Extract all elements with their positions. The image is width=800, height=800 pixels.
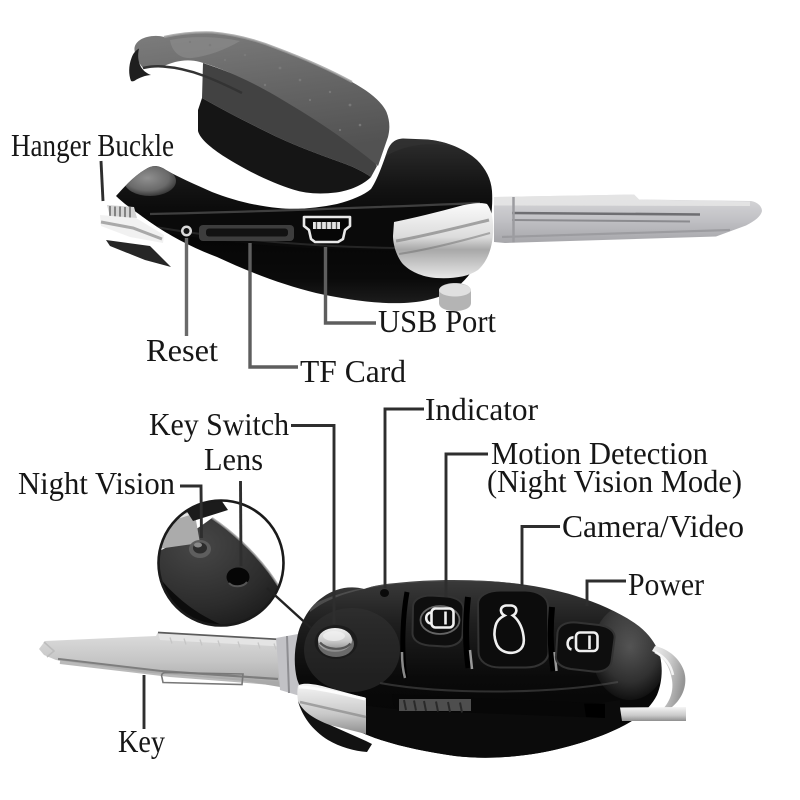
svg-text:(Night Vision Mode): (Night Vision Mode)	[487, 463, 742, 499]
svg-text:Night Vision: Night Vision	[18, 465, 175, 501]
svg-text:Motion Detection: Motion Detection	[491, 435, 708, 471]
svg-text:Key Switch: Key Switch	[149, 406, 289, 442]
svg-text:Reset: Reset	[146, 332, 218, 368]
svg-text:Indicator: Indicator	[425, 391, 538, 427]
svg-text:Key: Key	[118, 723, 165, 759]
svg-text:USB Port: USB Port	[378, 303, 496, 339]
svg-text:Camera/Video: Camera/Video	[562, 508, 744, 544]
svg-text:Hanger Buckle: Hanger Buckle	[11, 127, 174, 163]
svg-text:Power: Power	[628, 566, 704, 602]
svg-text:Lens: Lens	[204, 441, 263, 477]
svg-text:TF Card: TF Card	[300, 353, 406, 389]
